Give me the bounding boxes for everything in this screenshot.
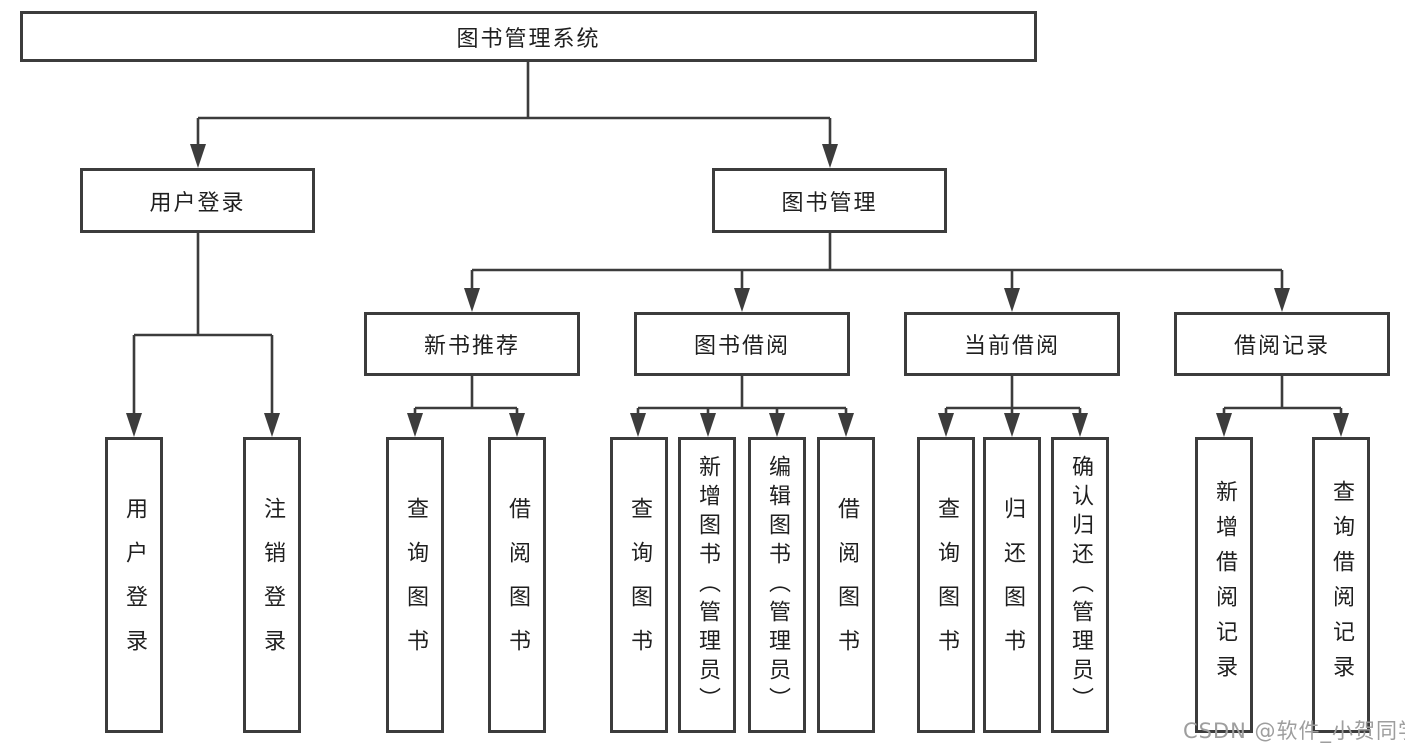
node-leaf-query-books-recommend: 查询图书 xyxy=(386,437,444,733)
node-label: 查询图书 xyxy=(627,497,652,673)
csdn-watermark: CSDN @软件_小贺同学 xyxy=(1183,719,1405,743)
node-leaf-user-login: 用户登录 xyxy=(105,437,163,733)
node-label: 查询图书 xyxy=(934,497,959,673)
node-label: 查询借阅记录 xyxy=(1329,480,1354,690)
node-label: 借阅图书 xyxy=(834,497,859,673)
node-new-book-recommend: 新书推荐 xyxy=(364,312,580,376)
node-leaf-logout: 注销登录 xyxy=(243,437,301,733)
node-label: 借阅记录 xyxy=(1233,334,1330,359)
node-label: 用户登录 xyxy=(149,190,246,216)
node-leaf-borrow-books: 借阅图书 xyxy=(817,437,875,733)
node-label: 编辑图书（管理员） xyxy=(765,454,790,716)
node-leaf-add-borrow-record: 新增借阅记录 xyxy=(1195,437,1253,733)
node-book-borrow: 图书借阅 xyxy=(634,312,850,376)
node-library-management-system: 图书管理系统 xyxy=(20,11,1037,62)
node-leaf-return-books: 归还图书 xyxy=(983,437,1041,733)
node-leaf-confirm-return-admin: 确认归还（管理员） xyxy=(1051,437,1109,733)
node-label: 图书管理系统 xyxy=(456,26,601,52)
node-label: 用户登录 xyxy=(122,497,147,673)
node-label: 图书管理 xyxy=(781,190,878,216)
node-current-borrow: 当前借阅 xyxy=(904,312,1120,376)
node-leaf-borrow-books-recommend: 借阅图书 xyxy=(488,437,546,733)
node-leaf-query-books-borrow: 查询图书 xyxy=(610,437,668,733)
node-label: 注销登录 xyxy=(260,497,285,673)
node-label: 图书借阅 xyxy=(693,334,790,359)
node-user-login-branch: 用户登录 xyxy=(80,168,315,233)
node-leaf-add-books-admin: 新增图书（管理员） xyxy=(678,437,736,733)
node-label: 借阅图书 xyxy=(505,497,530,673)
node-label: 新书推荐 xyxy=(423,334,520,359)
node-label: 查询图书 xyxy=(403,497,428,673)
node-leaf-edit-books-admin: 编辑图书（管理员） xyxy=(748,437,806,733)
node-label: 当前借阅 xyxy=(963,334,1060,359)
node-leaf-query-books-current: 查询图书 xyxy=(917,437,975,733)
node-book-management: 图书管理 xyxy=(712,168,947,233)
node-label: 新增借阅记录 xyxy=(1212,480,1237,690)
arrowheads xyxy=(126,144,1349,437)
node-borrow-records: 借阅记录 xyxy=(1174,312,1390,376)
node-label: 归还图书 xyxy=(1000,497,1025,673)
node-label: 新增图书（管理员） xyxy=(695,454,720,716)
node-label: 确认归还（管理员） xyxy=(1068,454,1093,716)
node-leaf-query-borrow-record: 查询借阅记录 xyxy=(1312,437,1370,733)
